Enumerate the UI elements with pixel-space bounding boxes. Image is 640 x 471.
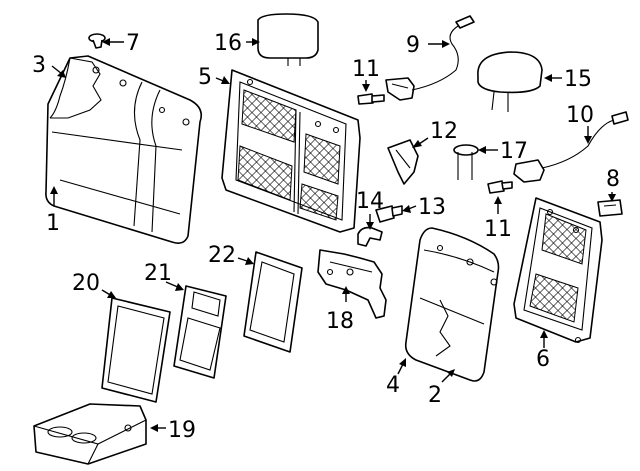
latch-bolt: [375, 205, 403, 223]
callout-21: 21: [144, 261, 172, 286]
release-cable-upper: [385, 15, 475, 101]
trim-bracket: [387, 139, 419, 185]
seatback-cover-right: [404, 227, 500, 382]
callout-20: 20: [72, 271, 100, 296]
leader-lines: [50, 38, 616, 432]
pass-through-frame: [243, 251, 303, 353]
callout-22: 22: [208, 243, 236, 268]
callout-5: 5: [198, 65, 212, 90]
callout-labels: 7 3 1 16 5 11 9 15 10 12 17 11 8 13 14 2…: [32, 31, 620, 443]
armrest-frame: [173, 285, 227, 379]
bolt-upper: [357, 93, 385, 105]
callout-17: 17: [500, 139, 528, 164]
callout-13: 13: [418, 195, 446, 220]
callout-9: 9: [406, 33, 420, 58]
release-switch: [597, 199, 623, 217]
release-cable-lower: [513, 111, 629, 183]
callout-18: 18: [326, 309, 354, 334]
headrest-right: [477, 51, 543, 112]
callout-14: 14: [356, 189, 384, 214]
latch-clip: [357, 226, 383, 247]
headrest-left: [257, 13, 319, 66]
callout-7: 7: [126, 31, 140, 56]
seatback-frame-right: [513, 197, 603, 344]
callout-10: 10: [566, 103, 594, 128]
clip-part: [88, 33, 106, 49]
callout-6: 6: [536, 347, 550, 372]
callout-11-upper: 11: [352, 57, 380, 82]
callout-11-lower: 11: [484, 217, 512, 242]
callout-1: 1: [46, 211, 60, 236]
callout-12: 12: [430, 119, 458, 144]
callout-2: 2: [428, 383, 442, 408]
callout-3: 3: [32, 53, 46, 78]
headrest-guide: [453, 144, 479, 180]
callout-19: 19: [168, 418, 196, 443]
armrest-cupholder: [33, 403, 147, 465]
seatback-cover-left: [45, 55, 203, 244]
bolt-lower: [487, 180, 513, 194]
pass-through-cover: [101, 297, 171, 403]
mounting-bracket: [317, 249, 387, 319]
callout-4: 4: [386, 373, 400, 398]
seatback-frame-center: [221, 69, 361, 233]
callout-8: 8: [606, 167, 620, 192]
callout-15: 15: [564, 67, 592, 92]
callout-16: 16: [214, 31, 242, 56]
